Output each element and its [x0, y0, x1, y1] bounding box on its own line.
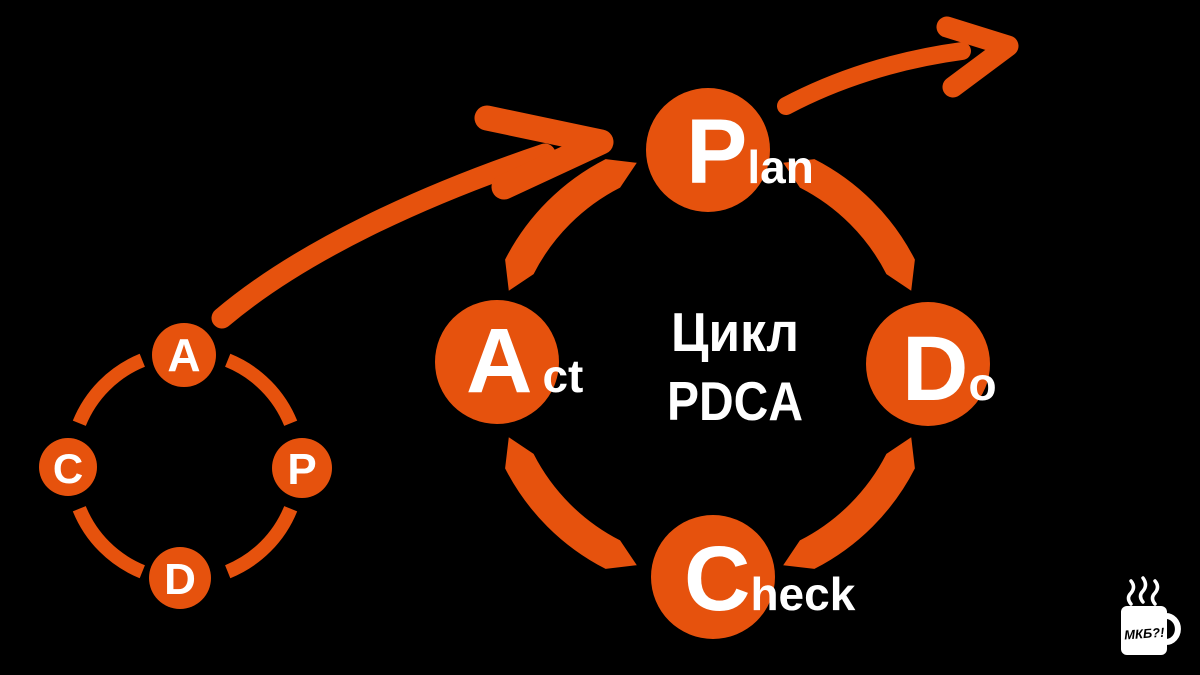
exit-arrow-shaft	[777, 42, 971, 115]
node-do: Do	[866, 302, 997, 426]
act-circle	[435, 300, 559, 424]
mug-body	[1121, 606, 1167, 655]
check-circle	[651, 515, 775, 639]
mini-cycle: A P D C	[39, 323, 332, 609]
center-title-line2: PDCA	[667, 370, 803, 432]
mini-cycle-arc-p-d	[224, 505, 298, 579]
mini-cycle-arc-c-a	[72, 353, 146, 427]
check-label: Check	[684, 528, 856, 630]
entry-arrow-shaft	[211, 143, 556, 329]
logo: МКБ?!	[1121, 576, 1181, 655]
center-title-line1: Цикл	[671, 301, 799, 363]
exit-arrow-head	[936, 16, 1019, 98]
mini-cycle-arc-d-c	[72, 505, 146, 579]
center-title: Цикл PDCA	[667, 301, 803, 432]
coffee-mug-icon	[1121, 576, 1181, 655]
mini-node-c: C	[39, 438, 97, 496]
steam-line-1	[1126, 579, 1136, 606]
mini-node-d-circle	[149, 547, 211, 609]
node-plan: Plan	[646, 88, 814, 212]
mini-node-a-label: A	[167, 329, 200, 381]
entry-arrow-icon	[211, 105, 614, 329]
do-label: Do	[902, 318, 997, 420]
mug-handle	[1165, 613, 1181, 645]
mini-node-p-circle	[272, 438, 332, 498]
cycle-arc-plan-do	[783, 159, 915, 291]
plan-circle	[646, 88, 770, 212]
steam-line-3	[1150, 579, 1160, 606]
plan-label: Plan	[686, 101, 814, 203]
mini-node-d: D	[149, 547, 211, 609]
cycle-arc-do-check	[783, 437, 915, 569]
do-circle	[866, 302, 990, 426]
mini-node-p: P	[272, 438, 332, 498]
cycle-arc-check-act	[505, 437, 637, 569]
cycle-arc-act-plan	[505, 159, 637, 291]
mini-node-d-label: D	[164, 555, 196, 604]
exit-arrow-icon	[777, 16, 1019, 115]
steam-line-2	[1138, 576, 1148, 604]
logo-text: МКБ?!	[1124, 625, 1166, 643]
main-cycle-ring	[505, 159, 915, 569]
entry-arrow-head	[474, 105, 614, 200]
mini-node-c-circle	[39, 438, 97, 496]
mini-cycle-arc-a-p	[224, 353, 298, 427]
mini-node-c-label: C	[53, 445, 83, 492]
node-check: Check	[651, 515, 856, 639]
mini-node-a: A	[152, 323, 216, 387]
mini-node-p-label: P	[287, 445, 316, 494]
mini-node-a-circle	[152, 323, 216, 387]
